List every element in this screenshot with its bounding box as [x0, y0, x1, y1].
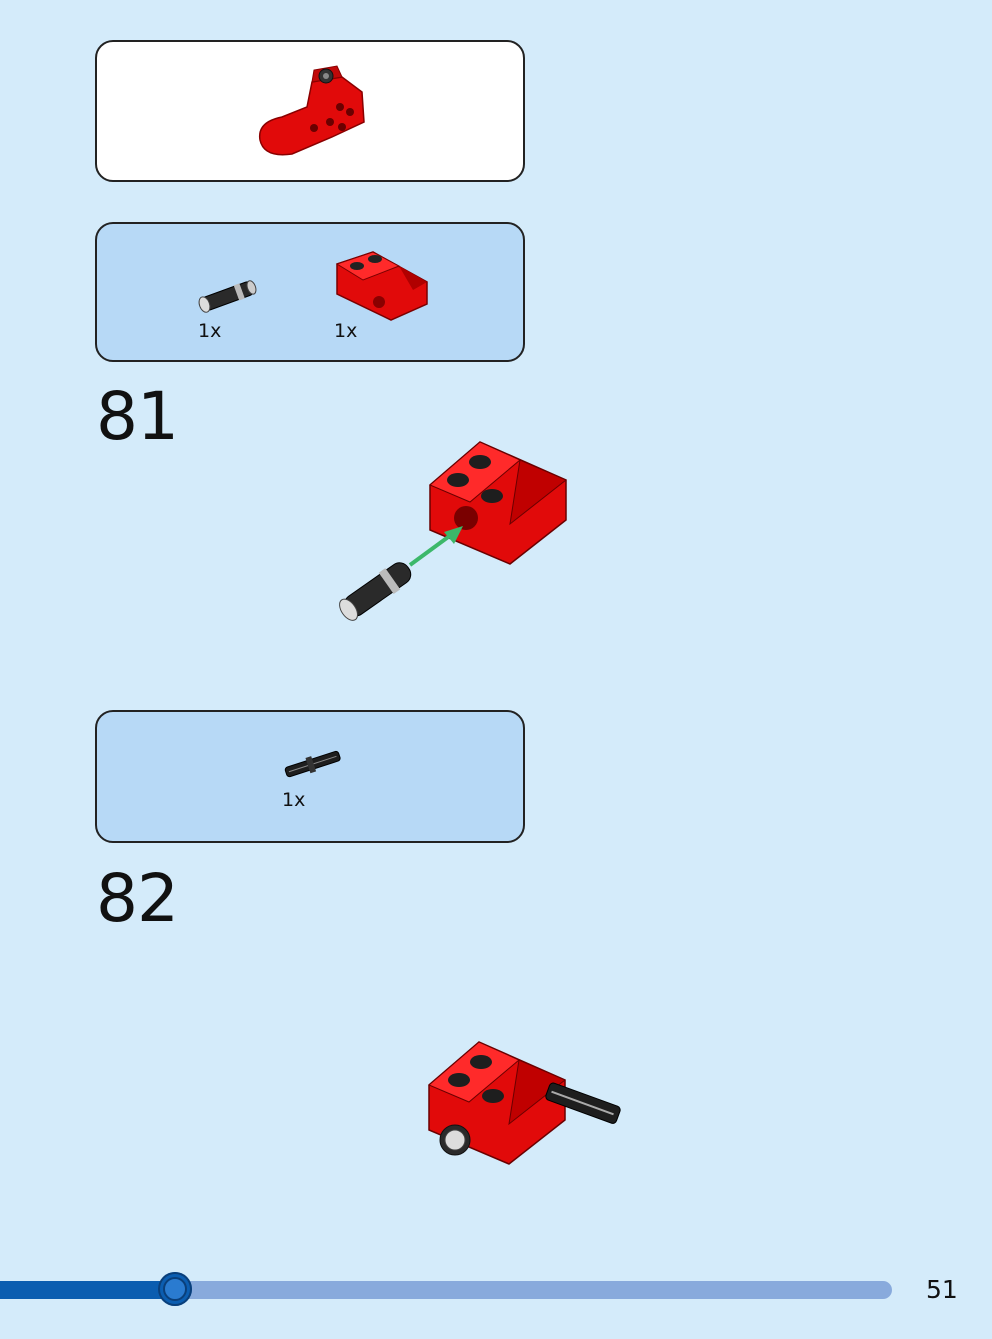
arrow-icon: [408, 530, 457, 567]
progress-fill: [0, 1281, 175, 1299]
progress-knob: [157, 1272, 192, 1306]
red-bracket-icon: [429, 441, 567, 565]
step-82-illustration: [428, 1041, 621, 1165]
parts-list-step-81: 1x 1x: [95, 222, 525, 362]
parts-list-step-82: 1x: [95, 710, 525, 843]
progress-bar: [0, 1272, 892, 1306]
subassembly-box: [95, 40, 525, 182]
part-qty: 1x: [198, 320, 222, 342]
part-qty: 1x: [282, 789, 306, 811]
part-qty: 1x: [334, 320, 358, 342]
black-pin-icon: [198, 280, 257, 313]
black-axle-icon: [284, 750, 341, 778]
page-number: 51: [926, 1275, 958, 1304]
red-bracket-icon: [335, 251, 428, 321]
step-number: 82: [96, 860, 179, 937]
red-subassembly-icon: [258, 65, 365, 156]
black-pin-icon: [339, 562, 412, 621]
step-81-illustration: [339, 441, 567, 621]
step-number: 81: [96, 378, 179, 455]
